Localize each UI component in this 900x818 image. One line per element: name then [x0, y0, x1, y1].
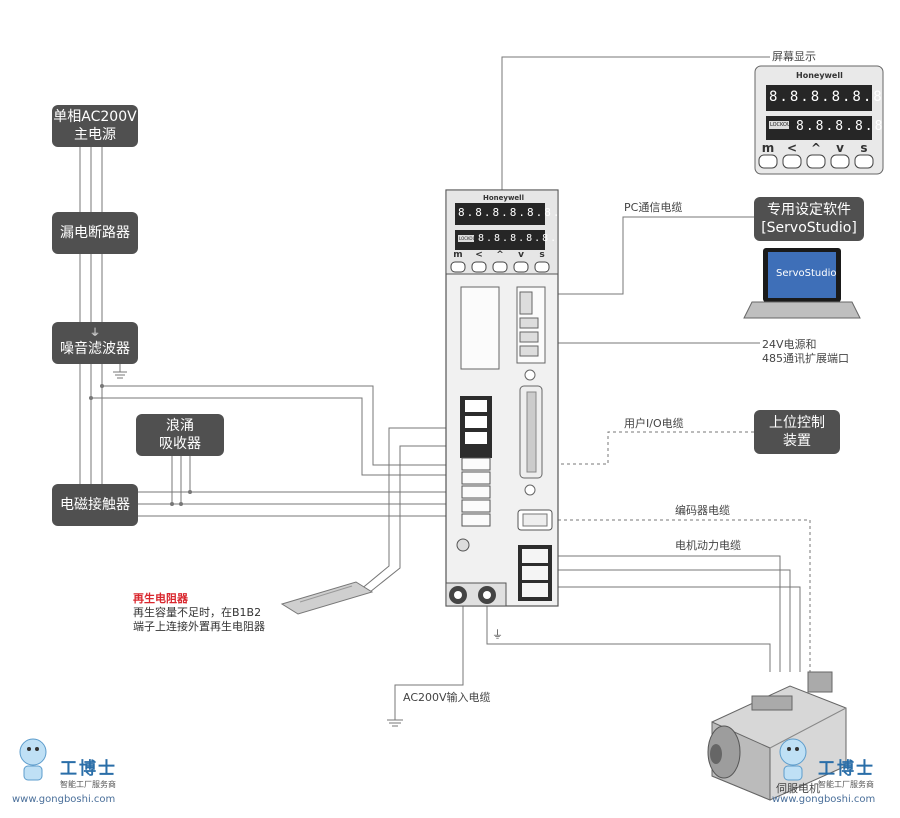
panel-brand: Honeywell — [796, 71, 843, 80]
label-io-cable: 用户I/O电缆 — [624, 417, 684, 430]
regen-line1: 再生容量不足时，在B1B2 — [133, 606, 262, 619]
regen-resistor — [280, 581, 374, 615]
block-software-line1: 专用设定软件 — [767, 202, 851, 218]
panel-digits-top: 8.8.8.8.8.8. — [769, 89, 895, 105]
panel-digits-bottom: 8.8.8.8.8. — [796, 119, 895, 134]
drive-digits-top: 8.8.8.8.8.8. — [458, 206, 562, 219]
panel-key-left-label: < — [786, 141, 798, 155]
block-filter-label: 噪音滤波器 — [60, 341, 130, 357]
display-panel — [754, 65, 884, 175]
watermark-mascot-right — [779, 738, 807, 781]
panel-key-down-label: v — [836, 141, 844, 155]
drive-brand: Honeywell — [483, 194, 524, 202]
panel-key-mode-label: m — [761, 141, 775, 155]
block-power-main-line1: 单相AC200V — [53, 109, 137, 125]
panel-key-set-label: s — [860, 141, 868, 155]
watermark-right-slogan: 智能工厂服务商 — [818, 780, 874, 789]
key-down-label: v — [518, 250, 524, 260]
block-contactor-label: 电磁接触器 — [60, 497, 130, 513]
block-power-main: 单相AC200V 主电源 — [52, 105, 138, 147]
filter-ground-icon: ⏚ — [90, 328, 100, 339]
drive-badge: LOCKOUT — [459, 236, 478, 241]
panel-key-up-label: ^ — [810, 141, 822, 155]
key-up-label: ^ — [496, 250, 504, 260]
servo-motor — [707, 671, 847, 801]
block-software-line2: [ServoStudio] — [761, 220, 857, 236]
block-surge-line2: 吸收器 — [159, 436, 201, 452]
panel-badge: LOCKOUT — [770, 122, 794, 128]
block-contactor: 电磁接触器 — [52, 484, 138, 526]
label-24v-line2: 485通讯扩展端口 — [762, 352, 849, 365]
watermark-right-brand: 工博士 — [818, 759, 875, 779]
key-left-label: < — [475, 250, 483, 260]
watermark-right-url-text: www.gongboshi.com — [772, 794, 876, 805]
block-surge: 浪涌 吸收器 — [136, 414, 224, 456]
label-24v-line1: 24V电源和 — [762, 338, 817, 351]
block-host-controller-line1: 上位控制 — [769, 415, 825, 431]
block-software: 专用设定软件 [ServoStudio] — [754, 197, 864, 241]
block-host-controller-line2: 装置 — [783, 433, 811, 449]
watermark-left-brand: 工博士 — [60, 759, 117, 779]
regen-note: 再生电阻器 再生容量不足时，在B1B2 端子上连接外置再生电阻器 — [133, 592, 265, 634]
block-surge-line1: 浪涌 — [166, 418, 194, 434]
label-pc-cable: PC通信电缆 — [624, 201, 683, 214]
watermark-right-url: www.gongboshi.com — [772, 794, 875, 805]
label-encoder-cable: 编码器电缆 — [675, 504, 730, 517]
block-power-main-line2: 主电源 — [74, 127, 116, 143]
servo-drive — [445, 189, 559, 607]
block-breaker: 漏电断路器 — [52, 212, 138, 254]
watermark-left: 工博士 智能工厂服务商 — [60, 754, 117, 790]
laptop — [743, 248, 861, 319]
regen-title: 再生电阻器 — [133, 592, 188, 605]
label-motor: 伺服电机 — [776, 782, 820, 795]
block-breaker-label: 漏电断路器 — [60, 225, 130, 241]
block-host-controller: 上位控制 装置 — [754, 410, 840, 454]
drive-digits-bottom: 8.8.8.8.8. — [478, 233, 559, 244]
drive-keys: m < ^ v s — [451, 250, 549, 260]
watermark-right: 工博士 智能工厂服务商 — [818, 754, 875, 790]
watermark-left-url-text: www.gongboshi.com — [12, 794, 116, 805]
laptop-screen-text: ServoStudio — [776, 268, 837, 279]
watermark-mascot-left — [19, 738, 47, 781]
label-display: 屏幕显示 — [772, 50, 816, 63]
watermark-left-url: www.gongboshi.com — [12, 794, 115, 805]
block-filter: ⏚ 噪音滤波器 — [52, 322, 138, 364]
watermark-left-slogan: 智能工厂服务商 — [60, 780, 116, 789]
key-mode-label: m — [453, 250, 463, 260]
label-motor-power-cable: 电机动力电缆 — [675, 539, 741, 552]
key-set-label: s — [539, 250, 545, 260]
panel-keys: m < ^ v s — [759, 141, 873, 155]
motor-ground-icon: ⏚ — [492, 628, 503, 641]
regen-line2: 端子上连接外置再生电阻器 — [133, 620, 265, 633]
label-ac-input: AC200V输入电缆 — [403, 691, 491, 704]
